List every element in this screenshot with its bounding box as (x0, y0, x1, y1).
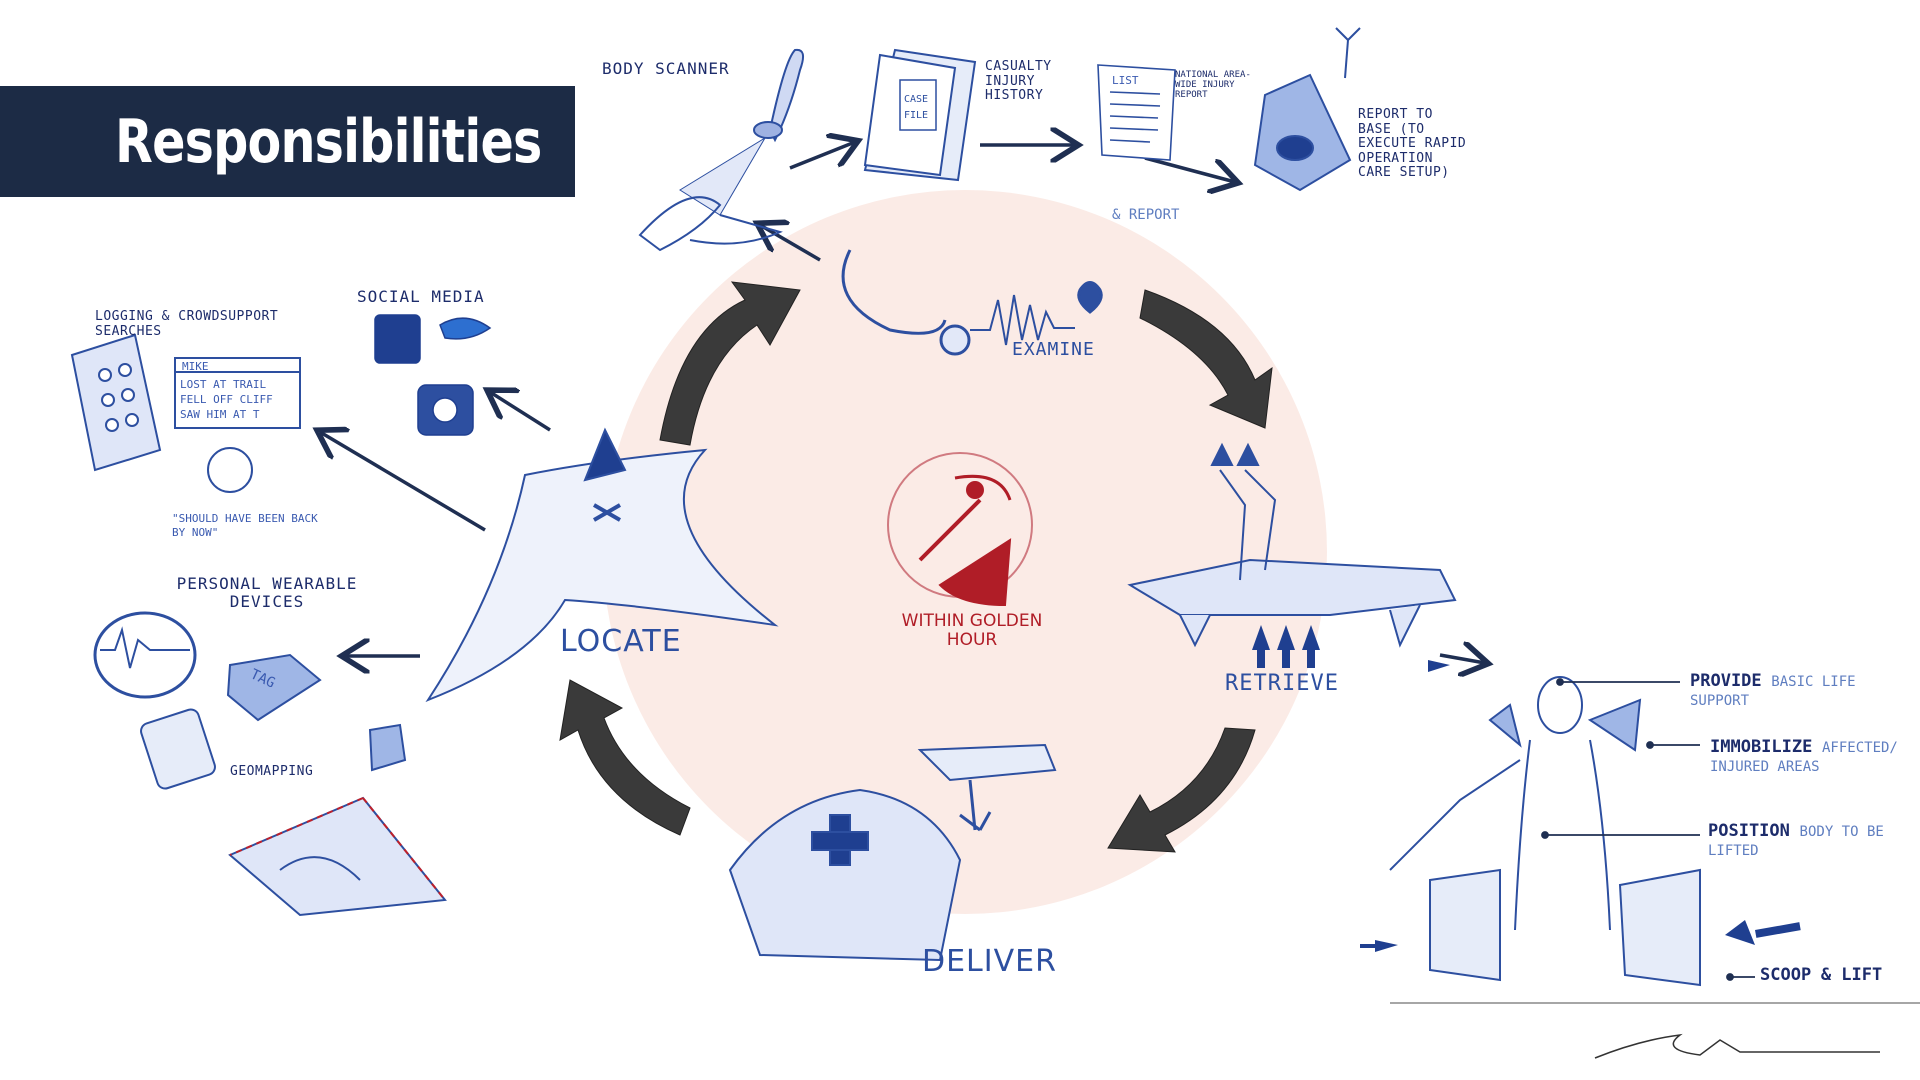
signature (1594, 1033, 1880, 1059)
body-figure-sketch (1389, 676, 1920, 1004)
stage-examine-label: EXAMINE (1012, 339, 1095, 360)
search-result-3: SAW HIM AT T (180, 408, 260, 421)
step-scoop-head: SCOOP (1760, 965, 1812, 985)
case-file-sketch (863, 48, 977, 182)
step-provide: PROVIDE BASIC LIFE SUPPORT (1690, 671, 1910, 710)
step-scoop-tail: & LIFT (1820, 965, 1883, 985)
golden-hour-emblem (887, 452, 1033, 607)
social-media-label: SOCIAL MEDIA (357, 287, 485, 306)
lift-arrows (1252, 625, 1320, 668)
national-report-label: NATIONAL AREA-WIDE INJURY REPORT (1175, 70, 1251, 101)
body-scanner-label: BODY SCANNER (602, 59, 730, 78)
flow-arrows (320, 142, 1485, 663)
svg-text:FILE: FILE (904, 110, 928, 121)
report-document-sketch (1097, 64, 1176, 161)
step-position: POSITION BODY TO BE LIFTED (1708, 821, 1908, 860)
title-banner: Responsibilities (0, 86, 575, 197)
search-result-2: FELL OFF CLIFF (180, 393, 273, 406)
page-title: Responsibilities (115, 106, 542, 177)
geomapping-sketch (228, 723, 447, 917)
wearable-devices-sketch (93, 611, 322, 790)
stage-locate-label: LOCATE (560, 624, 682, 659)
retrieve-callout-lines (1541, 678, 1755, 981)
logging-sketch (70, 333, 301, 493)
golden-hour-label: WITHIN GOLDEN HOUR (901, 611, 1043, 651)
step-immobilize-head: IMMOBILIZE (1710, 737, 1813, 757)
stage-deliver-label: DELIVER (922, 944, 1057, 979)
step-provide-tail: BASIC LIFE SUPPORT (1690, 674, 1856, 710)
squeeze-arrows (1360, 660, 1801, 952)
wearable-label: PERSONAL WEARABLE DEVICES (176, 574, 358, 611)
report-to-base-label: REPORT TO BASE (TO EXECUTE RAPID OPERATI… (1358, 107, 1467, 181)
report-list-header: LIST (1112, 74, 1139, 87)
retrieve-stretcher-sketch (1127, 442, 1457, 648)
search-result-1: LOST AT TRAIL (180, 378, 267, 391)
cycle-arrows (559, 281, 1273, 853)
center-disc (603, 190, 1327, 914)
casualty-history-label: CASUALTY INJURY HISTORY (985, 59, 1052, 104)
step-immobilize: IMMOBILIZE AFFECTED/ INJURED AREAS (1710, 737, 1910, 776)
body-scanner-sketch (638, 48, 805, 252)
step-scoop: SCOOP & LIFT (1760, 965, 1910, 985)
alarm-note: "SHOULD HAVE BEEN BACK BY NOW" (172, 512, 318, 540)
case-file-text: CASE (904, 94, 928, 105)
deliver-sketch (728, 743, 1057, 962)
geomapping-label: GEOMAPPING (230, 764, 314, 779)
stethoscope-sketch (841, 249, 1103, 356)
logging-label: LOGGING & CROWDSUPPORT SEARCHES (95, 309, 279, 339)
step-provide-head: PROVIDE (1690, 671, 1762, 691)
report-tag-label: & REPORT (1112, 207, 1180, 223)
radio-sketch (1253, 27, 1361, 192)
social-media-icons (374, 314, 492, 436)
step-position-head: POSITION (1708, 821, 1790, 841)
step-immobilize-tail: AFFECTED/ INJURED AREAS (1710, 740, 1898, 776)
locate-net-sketch (425, 427, 779, 703)
step-position-tail: BODY TO BE LIFTED (1708, 824, 1884, 860)
stage-retrieve-label: RETRIEVE (1225, 671, 1339, 696)
search-name: MIKE (182, 360, 209, 373)
